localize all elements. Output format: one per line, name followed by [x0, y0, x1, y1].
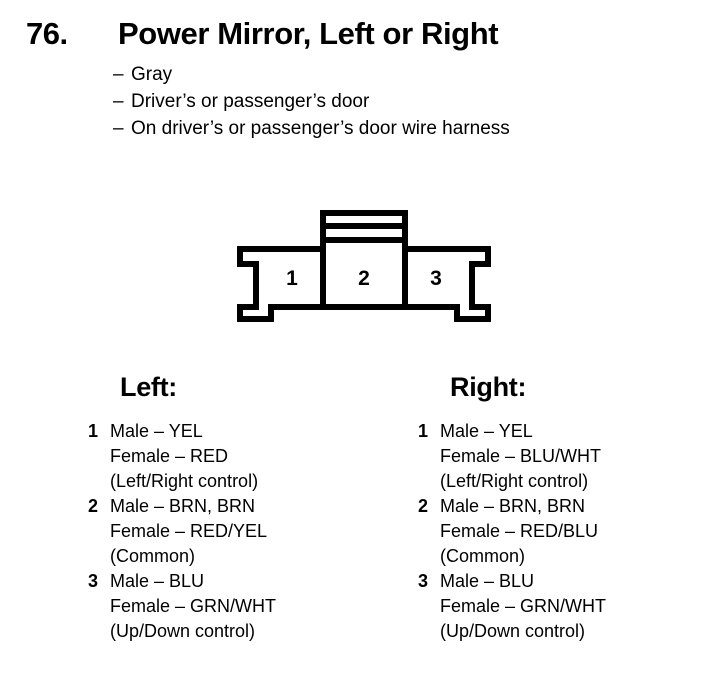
pin-index: 1	[88, 421, 99, 441]
list-item: – On driver’s or passenger’s door wire h…	[113, 115, 704, 142]
dash-bullet-icon: –	[113, 64, 124, 85]
pin-function: (Left/Right control)	[440, 471, 589, 491]
pin-female-wire: Female – GRN/WHT	[110, 596, 277, 616]
pin-male-wire: Male – YEL	[440, 421, 533, 441]
pin-male-wire: Male – BLU	[110, 571, 205, 591]
pin-entry: 1 Male – YEL Female – RED (Left/Right co…	[88, 419, 388, 494]
pin-female-wire: Female – RED	[110, 446, 229, 466]
pin-female-wire: Female – RED/YEL	[110, 521, 268, 541]
list-item-label: Gray	[131, 64, 173, 85]
connector-body-path	[237, 210, 491, 322]
pin-function: (Common)	[110, 546, 196, 566]
pin-function: (Up/Down control)	[440, 621, 586, 641]
dash-bullet-icon: –	[113, 118, 124, 139]
page-title-row: 76. Power Mirror, Left or Right	[0, 16, 704, 52]
pin-index: 1	[418, 421, 429, 441]
pin-index: 2	[88, 496, 99, 516]
list-item: – Driver’s or passenger’s door	[113, 88, 704, 115]
column-heading-left: Left:	[120, 372, 177, 402]
page-title: Power Mirror, Left or Right	[118, 16, 499, 51]
pin-female-wire: Female – GRN/WHT	[440, 596, 607, 616]
pin-male-wire: Male – YEL	[110, 421, 203, 441]
pin-detail-lines: Male – BRN, BRN Female – RED/YEL (Common…	[110, 494, 388, 569]
pin-entry: 1 Male – YEL Female – BLU/WHT (Left/Righ…	[418, 419, 698, 494]
pin-function: (Common)	[440, 546, 526, 566]
connector-pin-label-3: 3	[430, 267, 442, 290]
pin-index: 2	[418, 496, 429, 516]
list-item-label: Driver’s or passenger’s door	[131, 91, 370, 112]
connector-outline-icon: 1 2 3	[237, 210, 491, 322]
pin-detail-lines: Male – YEL Female – BLU/WHT (Left/Right …	[440, 419, 698, 494]
dash-bullet-icon: –	[113, 91, 124, 112]
description-bullet-list: – Gray – Driver’s or passenger’s door – …	[0, 61, 704, 142]
pinout-column-right: Right: 1 Male – YEL Female – BLU/WHT (Le…	[418, 372, 698, 644]
pin-male-wire: Male – BRN, BRN	[110, 496, 256, 516]
pin-detail-lines: Male – BLU Female – GRN/WHT (Up/Down con…	[440, 569, 698, 644]
pinout-column-left: Left: 1 Male – YEL Female – RED (Left/Ri…	[88, 372, 388, 644]
pin-index: 3	[88, 571, 99, 591]
document-header: 76. Power Mirror, Left or Right – Gray –…	[0, 16, 704, 142]
pin-index: 3	[418, 571, 429, 591]
connector-diagram: 1 2 3	[237, 210, 491, 322]
column-heading-right: Right:	[450, 372, 527, 402]
pin-function: (Up/Down control)	[110, 621, 256, 641]
pin-detail-lines: Male – BRN, BRN Female – RED/BLU (Common…	[440, 494, 698, 569]
pin-entry: 2 Male – BRN, BRN Female – RED/BLU (Comm…	[418, 494, 698, 569]
pin-entry: 2 Male – BRN, BRN Female – RED/YEL (Comm…	[88, 494, 388, 569]
pin-entry: 3 Male – BLU Female – GRN/WHT (Up/Down c…	[418, 569, 698, 644]
connector-pin-label-2: 2	[358, 267, 370, 290]
pin-detail-lines: Male – BLU Female – GRN/WHT (Up/Down con…	[110, 569, 388, 644]
pin-female-wire: Female – BLU/WHT	[440, 446, 602, 466]
pin-function: (Left/Right control)	[110, 471, 259, 491]
list-item-label: On driver’s or passenger’s door wire har…	[131, 118, 510, 139]
pin-male-wire: Male – BRN, BRN	[440, 496, 586, 516]
list-item: – Gray	[113, 61, 704, 88]
pin-male-wire: Male – BLU	[440, 571, 535, 591]
pin-female-wire: Female – RED/BLU	[440, 521, 599, 541]
entry-number: 76.	[26, 16, 68, 51]
pin-detail-lines: Male – YEL Female – RED (Left/Right cont…	[110, 419, 388, 494]
connector-pin-label-1: 1	[286, 267, 298, 290]
pin-entry: 3 Male – BLU Female – GRN/WHT (Up/Down c…	[88, 569, 388, 644]
